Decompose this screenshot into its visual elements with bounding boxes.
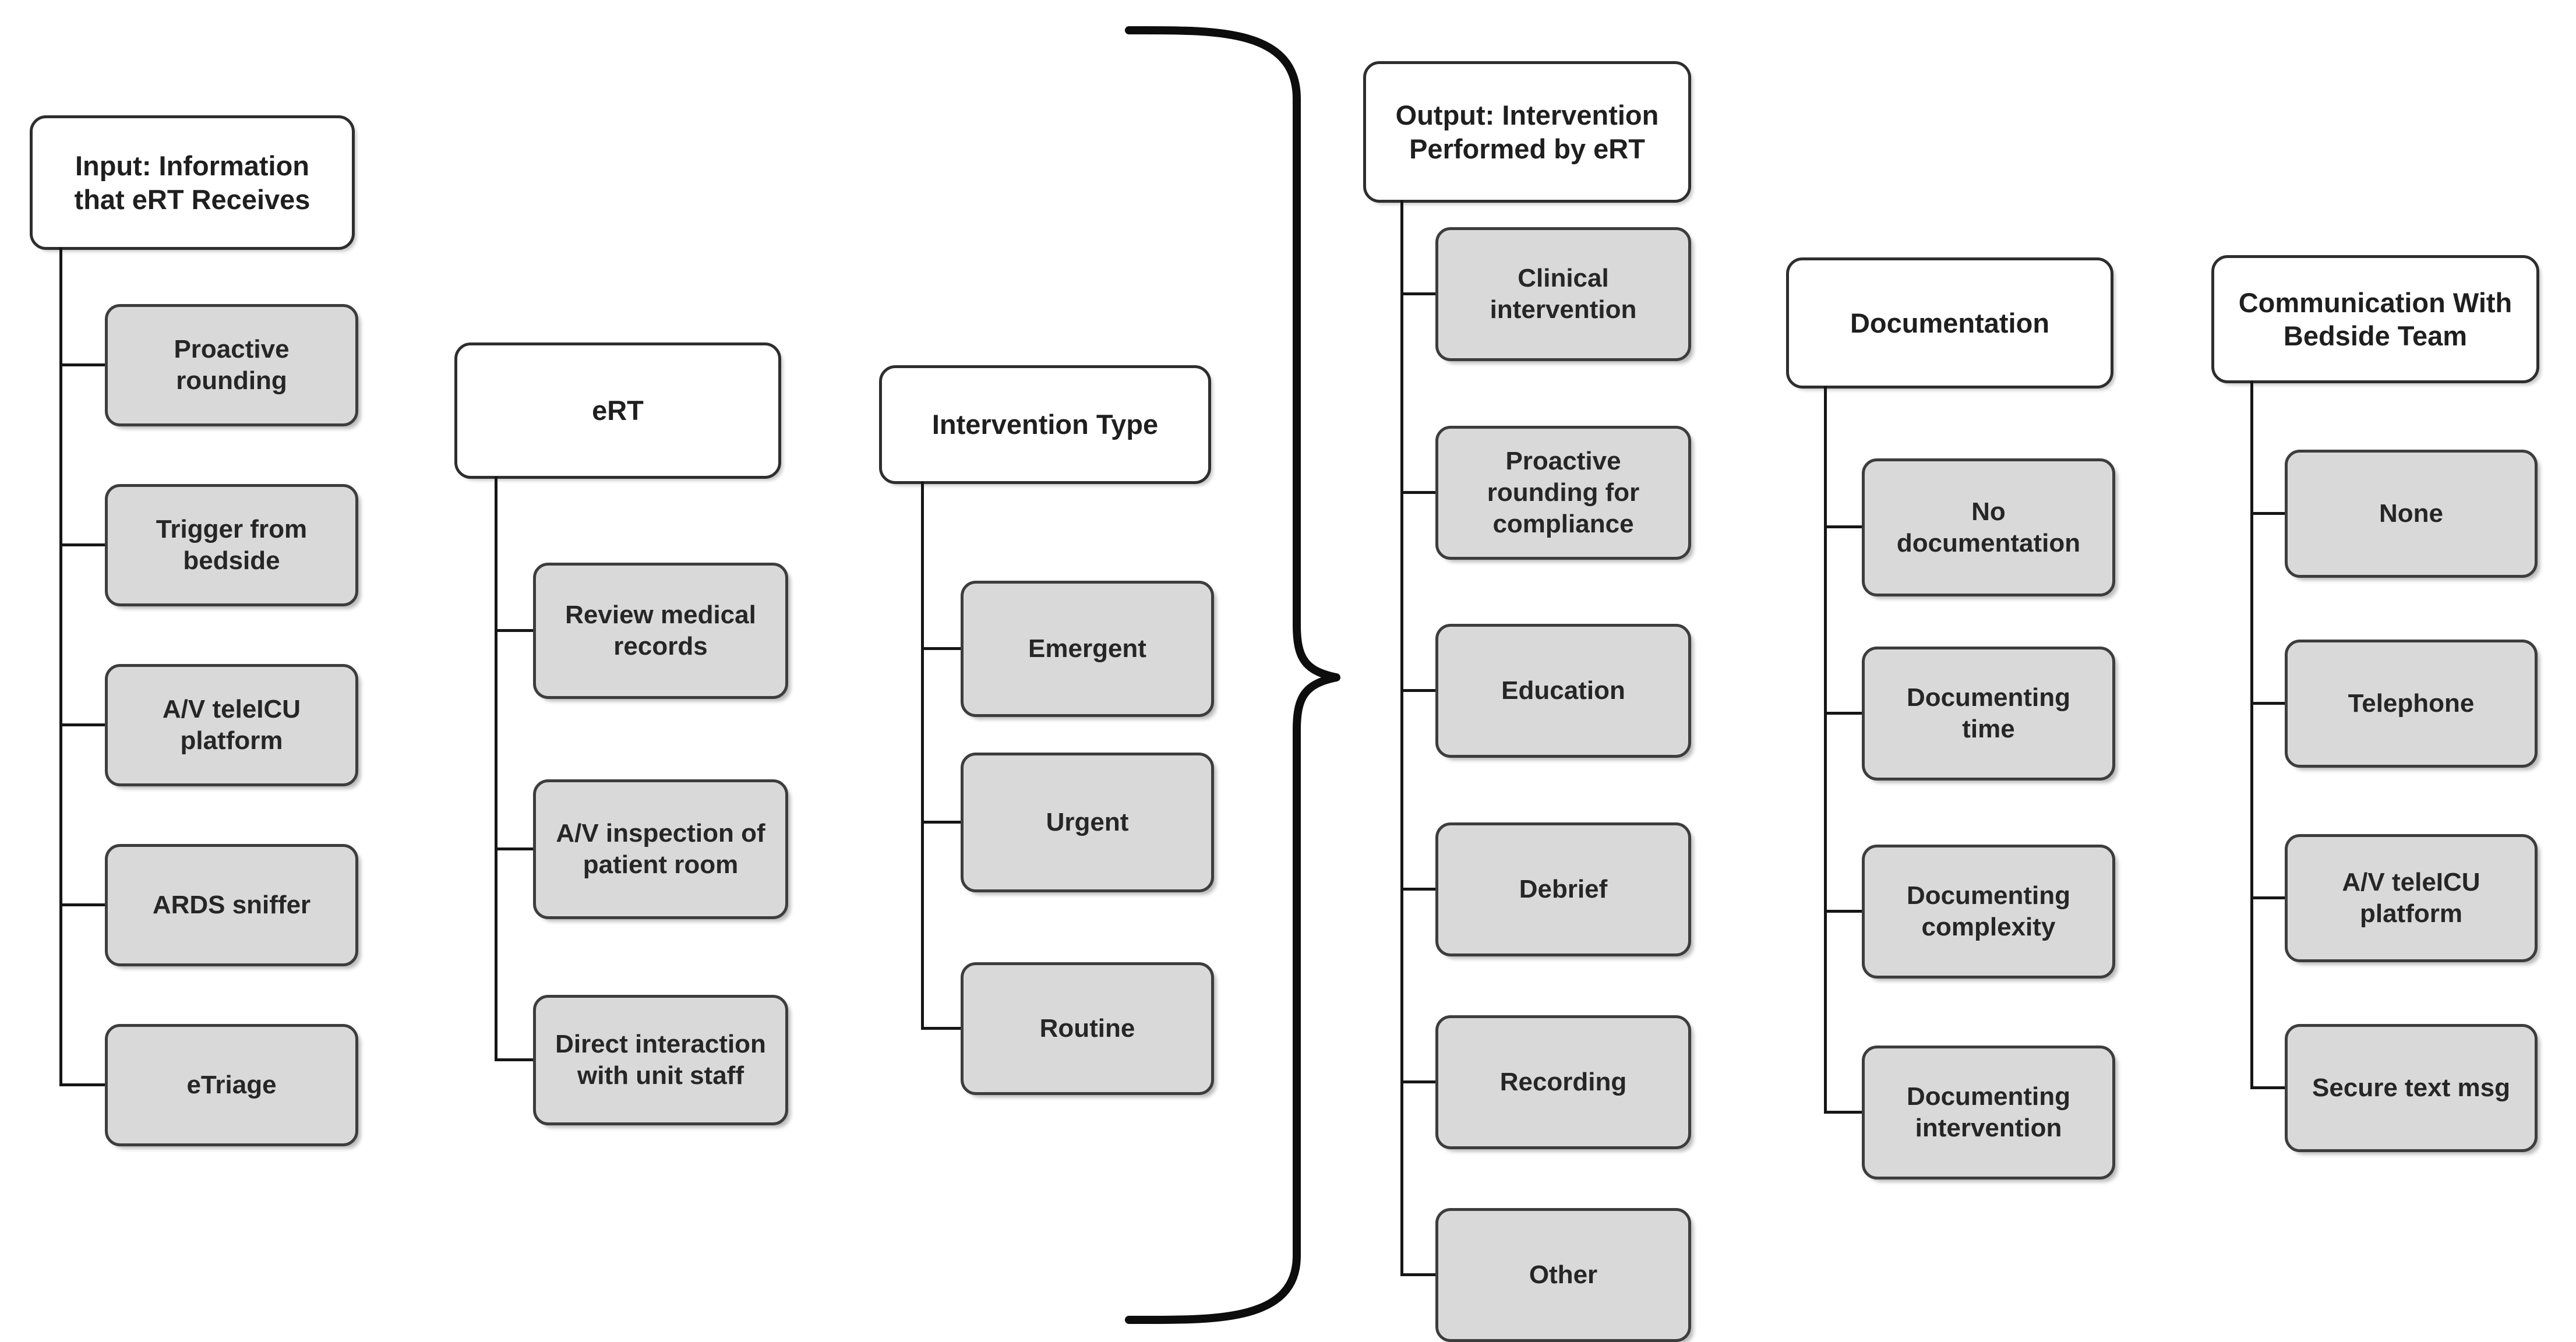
item-no-documentation: No documentation <box>1862 458 2115 596</box>
item-av-teleicu-platform-communication: A/V teleICU platform <box>2285 834 2538 962</box>
connector-documentation-stub <box>1824 525 1862 528</box>
connector-ert-stub <box>495 1058 533 1061</box>
connector-intervention-stub <box>921 821 961 824</box>
item-secure-text-msg: Secure text msg <box>2285 1024 2538 1152</box>
connector-intervention-stub <box>921 647 961 650</box>
connector-output-stub <box>1400 1273 1435 1276</box>
item-education: Education <box>1435 624 1691 758</box>
header-intervention-type: Intervention Type <box>879 365 1211 484</box>
connector-input-stub <box>59 903 105 906</box>
item-ards-sniffer: ARDS sniffer <box>105 844 358 966</box>
connector-intervention-stub <box>921 1027 961 1030</box>
item-documenting-complexity: Documenting complexity <box>1862 845 2115 979</box>
connector-output-trunk <box>1400 200 1403 1275</box>
connector-output-stub <box>1400 689 1435 692</box>
connector-communication-stub <box>2250 896 2285 899</box>
item-none: None <box>2285 450 2538 578</box>
item-telephone: Telephone <box>2285 640 2538 768</box>
connector-documentation-trunk <box>1824 386 1827 1113</box>
header-output: Output: Intervention Performed by eRT <box>1363 61 1691 203</box>
item-proactive-rounding: Proactive rounding <box>105 304 358 426</box>
item-documenting-intervention: Documenting intervention <box>1862 1046 2115 1179</box>
header-communication: Communication With Bedside Team <box>2211 255 2539 383</box>
connector-documentation-stub <box>1824 1111 1862 1114</box>
connector-communication-stub <box>2250 512 2285 515</box>
connector-input-stub <box>59 1083 105 1086</box>
connector-communication-stub <box>2250 1086 2285 1089</box>
connector-ert-stub <box>495 629 533 632</box>
header-documentation: Documentation <box>1786 257 2113 389</box>
connector-communication-trunk <box>2250 381 2253 1088</box>
item-av-inspection-of-patient-room: A/V inspection of patient room <box>533 779 788 919</box>
connector-intervention-trunk <box>921 482 924 1029</box>
item-emergent: Emergent <box>961 581 1214 717</box>
item-other: Other <box>1435 1208 1691 1342</box>
connector-documentation-stub <box>1824 910 1862 913</box>
connector-documentation-stub <box>1824 712 1862 715</box>
item-etriage: eTriage <box>105 1024 358 1146</box>
connector-input-stub <box>59 543 105 546</box>
item-review-medical-records: Review medical records <box>533 563 788 699</box>
connector-output-stub <box>1400 888 1435 891</box>
connector-output-stub <box>1400 292 1435 295</box>
item-routine: Routine <box>961 962 1214 1095</box>
item-urgent: Urgent <box>961 753 1214 892</box>
connector-communication-stub <box>2250 702 2285 705</box>
item-trigger-from-bedside: Trigger from bedside <box>105 484 358 606</box>
header-input: Input: Information that eRT Receives <box>30 115 355 250</box>
item-clinical-intervention: Clinical intervention <box>1435 227 1691 361</box>
connector-output-stub <box>1400 1080 1435 1083</box>
item-av-teleicu-platform: A/V teleICU platform <box>105 664 358 786</box>
item-recording: Recording <box>1435 1015 1691 1149</box>
connector-output-stub <box>1400 491 1435 494</box>
item-proactive-rounding-for-compliance: Proactive rounding for compliance <box>1435 426 1691 560</box>
connector-ert-stub <box>495 847 533 850</box>
connector-input-trunk <box>59 248 62 1086</box>
header-ert: eRT <box>454 342 781 479</box>
item-direct-interaction-with-unit-staff: Direct interaction with unit staff <box>533 995 788 1125</box>
connector-input-stub <box>59 723 105 726</box>
item-debrief: Debrief <box>1435 822 1691 956</box>
connector-ert-trunk <box>495 476 497 1061</box>
connector-input-stub <box>59 363 105 366</box>
item-documenting-time: Documenting time <box>1862 647 2115 781</box>
